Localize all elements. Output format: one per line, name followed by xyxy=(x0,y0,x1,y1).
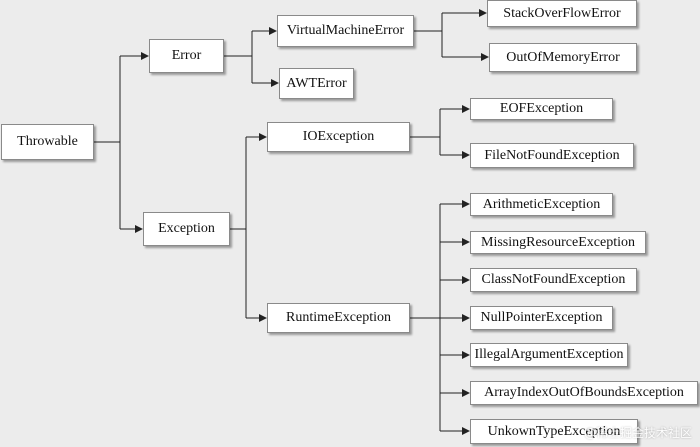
node-file-not-found-exception[interactable]: FileNotFoundException xyxy=(470,143,634,168)
node-missing-resource-exception[interactable]: MissingResourceException xyxy=(470,231,646,254)
watermark: @稀土掘金技术社区 xyxy=(583,426,692,440)
node-null-pointer-exception[interactable]: NullPointerException xyxy=(470,306,613,330)
node-unknown-type-exception[interactable]: UnkownTypeException xyxy=(470,419,638,444)
node-virtual-machine-error[interactable]: VirtualMachineError xyxy=(277,15,414,47)
node-io-exception[interactable]: IOException xyxy=(267,122,410,152)
node-awt-error[interactable]: AWTError xyxy=(279,68,354,99)
node-stack-overflow-error[interactable]: StackOverFlowError xyxy=(487,0,637,27)
node-arithmetic-exception[interactable]: ArithmeticException xyxy=(470,193,613,216)
node-illegal-argument-exception[interactable]: IllegalArgumentException xyxy=(470,343,628,367)
node-out-of-memory-error[interactable]: OutOfMemoryError xyxy=(489,43,637,72)
node-eof-exception[interactable]: EOFException xyxy=(470,98,613,120)
node-exception[interactable]: Exception xyxy=(143,212,230,246)
node-error[interactable]: Error xyxy=(149,39,224,73)
node-throwable[interactable]: Throwable xyxy=(1,124,94,160)
node-class-not-found-exception[interactable]: ClassNotFoundException xyxy=(470,268,637,292)
node-runtime-exception[interactable]: RuntimeException xyxy=(267,303,410,333)
node-array-index-out-of-bounds-exception[interactable]: ArrayIndexOutOfBoundsException xyxy=(470,381,698,405)
